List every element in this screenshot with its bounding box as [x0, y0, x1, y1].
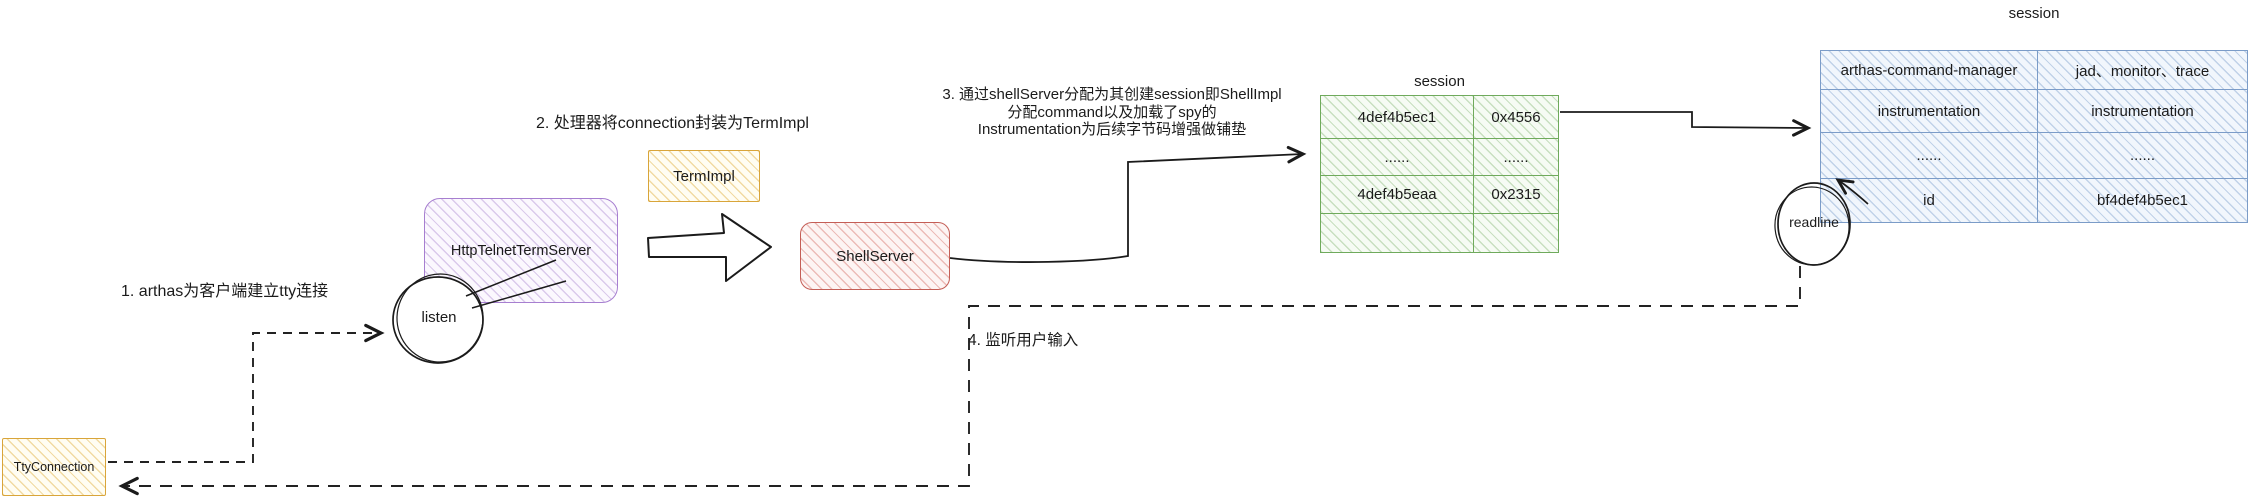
label-step4: 4. 监听用户输入	[968, 332, 1079, 349]
table-cell: bf4def4b5ec1	[2037, 178, 2247, 222]
connector-step4-dashed	[118, 266, 1801, 496]
table-cell: id	[1821, 178, 2037, 222]
table-cell: instrumentation	[1821, 89, 2037, 132]
label-step3-line3: Instrumentation为后续字节码增强做铺垫	[977, 121, 1247, 138]
table-cell: ......	[2037, 132, 2247, 178]
node-shell-server: ShellServer	[800, 222, 950, 290]
block-arrow	[647, 213, 772, 282]
node-http-telnet-term-server: HttpTelnetTermServer	[424, 198, 618, 303]
label-step2: 2. 处理器将connection封装为TermImpl	[536, 115, 809, 132]
table-cell: ......	[1321, 138, 1473, 175]
table-cell: jad、monitor、trace	[2037, 51, 2247, 89]
session-map-table-title: session	[1414, 73, 1465, 90]
label-step3-line2: 分配command以及加载了spy的	[1007, 103, 1217, 121]
label-step3-line1: 3. 通过shellServer分配为其创建session即ShellImpl	[942, 86, 1282, 103]
node-term-impl: TermImpl	[648, 150, 760, 202]
node-readline-label: readline	[1789, 214, 1839, 230]
session-map-table: 4def4b5ec1 0x4556 ...... ...... 4def4b5e…	[1320, 95, 1559, 253]
table-cell: 4def4b5eaa	[1321, 175, 1473, 213]
table-cell: instrumentation	[2037, 89, 2247, 132]
connector-session-to-detail	[1560, 111, 1812, 137]
connector-step1-dashed	[108, 323, 385, 463]
session-detail-table-title: session	[2008, 5, 2060, 22]
connector-shellserver-to-session	[949, 145, 1307, 263]
node-listen-label: listen	[421, 309, 457, 326]
table-cell: 4def4b5ec1	[1357, 108, 1437, 126]
label-step1: 1. arthas为客户端建立tty连接	[121, 283, 329, 300]
table-cell	[1321, 213, 1473, 252]
table-cell: 0x4556	[1473, 96, 1558, 138]
label-step3: 3. 通过shellServer分配为其创建session即ShellImpl …	[928, 86, 1296, 139]
table-cell: ......	[1821, 132, 2037, 178]
table-cell: arthas-command-manager	[1840, 61, 2018, 79]
table-cell: ......	[1473, 138, 1558, 175]
table-cell: 0x2315	[1473, 175, 1558, 213]
session-detail-table: arthas-command-manager jad、monitor、trace…	[1820, 50, 2248, 223]
table-cell	[1473, 213, 1558, 252]
node-tty-connection: TtyConnection	[2, 438, 106, 496]
